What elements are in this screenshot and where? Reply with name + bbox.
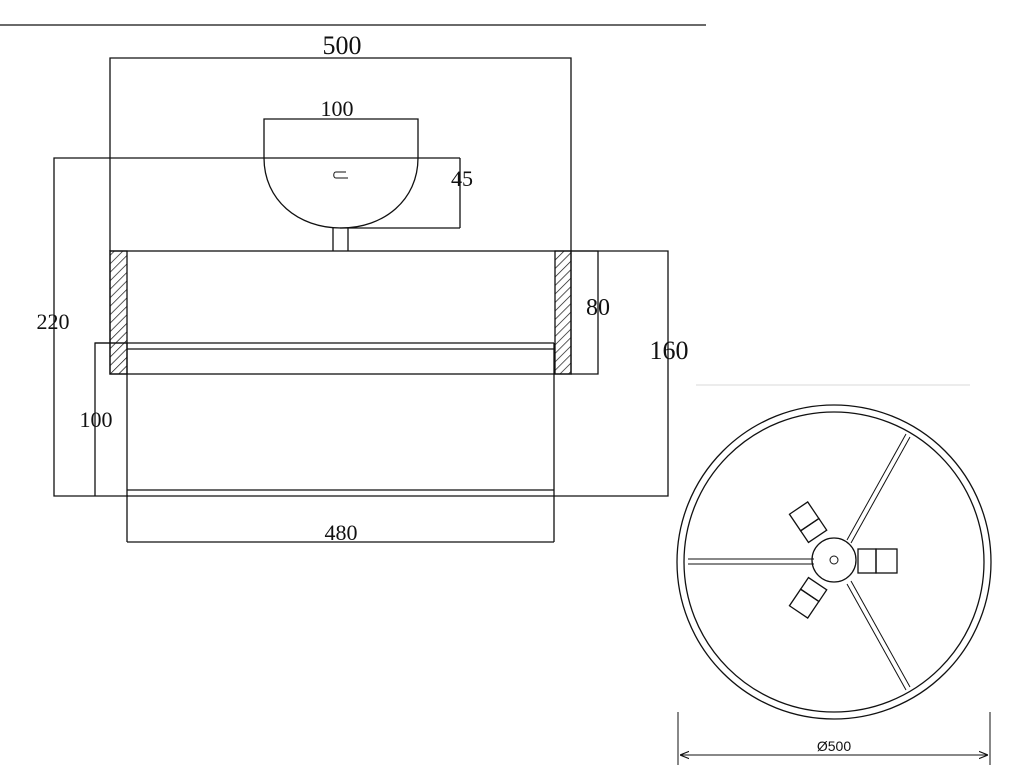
side-view: 500 100 45 220 <box>37 31 689 545</box>
upper-ring <box>109 250 572 375</box>
lower-shade <box>95 342 555 542</box>
shade-height-dimension: 160 <box>554 250 689 497</box>
top-view: Ø500 <box>676 384 992 765</box>
lamp-socket-right <box>857 548 898 574</box>
inner-ring <box>683 411 985 713</box>
total-height-label: 220 <box>37 309 70 334</box>
canopy-height-label: 45 <box>451 166 473 191</box>
right-hatched-wall <box>554 250 572 375</box>
hub-bolt <box>829 555 839 565</box>
lower-section-dimension: 100 <box>80 342 127 496</box>
lamp-socket-upper-left <box>788 501 828 544</box>
center-hub <box>811 537 857 583</box>
diameter-label: Ø500 <box>817 738 851 754</box>
overall-width-label: 500 <box>323 31 362 60</box>
outer-ring <box>676 404 992 720</box>
lower-section-label: 100 <box>80 407 113 432</box>
left-hatched-wall <box>109 250 128 375</box>
diameter-dimension: Ø500 <box>677 712 991 765</box>
shade-height-label: 160 <box>650 336 689 365</box>
upper-ring-height-label: 80 <box>586 295 610 321</box>
lamp-socket-lower-left <box>788 576 828 619</box>
suspension-stem <box>332 228 349 251</box>
canopy-height-dimension: 45 <box>340 158 473 229</box>
ceiling-canopy: 100 <box>263 96 419 229</box>
inner-width-label: 480 <box>325 520 358 545</box>
total-height-dimension: 220 <box>37 157 460 497</box>
canopy-screw-icon <box>333 171 348 179</box>
overall-width-dimension: 500 <box>109 31 572 251</box>
inner-width-dimension: 480 <box>127 520 554 545</box>
upper-ring-height-dimension: 80 <box>571 250 610 375</box>
canopy-width-label: 100 <box>321 96 354 121</box>
spokes <box>688 433 911 691</box>
